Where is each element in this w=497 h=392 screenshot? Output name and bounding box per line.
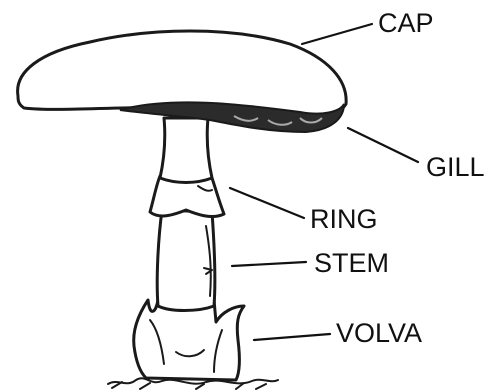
ring-label: RING [310, 204, 378, 234]
cap-leader-line [302, 24, 372, 44]
stem-leader-line [232, 262, 306, 266]
stem-label: STEM [314, 248, 389, 278]
ring-leader-line [230, 188, 304, 218]
gill-label: GILL [426, 152, 485, 182]
stem [157, 210, 215, 311]
cap-label: CAP [378, 8, 434, 38]
gill-leader-line [348, 128, 418, 162]
upper-stem [160, 118, 212, 183]
volva-leader-line [254, 334, 330, 340]
volva [134, 300, 244, 380]
volva-label: VOLVA [336, 318, 422, 348]
